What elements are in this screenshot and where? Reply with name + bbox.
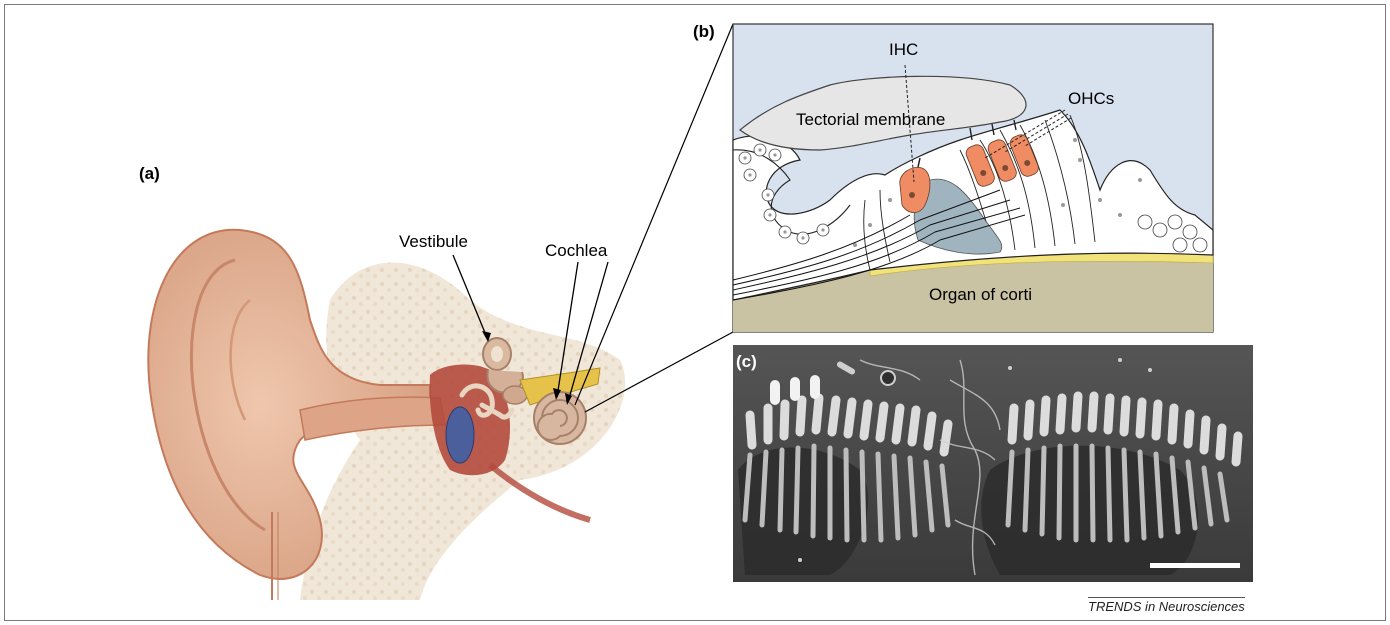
ear-illustration (148, 230, 625, 600)
journal-credit: TRENDS in Neurosciences (1088, 597, 1245, 614)
panel-c-label: (c) (736, 352, 757, 372)
cochlea-label: Cochlea (545, 241, 607, 261)
sem-micrograph (733, 345, 1253, 582)
panel-a-label: (a) (139, 164, 160, 184)
eardrum (446, 407, 474, 463)
scale-bar (1150, 563, 1240, 568)
cochlea-structure (534, 392, 586, 444)
organ-of-corti-label: Organ of corti (929, 285, 1032, 305)
ohcs-label: OHCs (1068, 89, 1114, 109)
ihc-label: IHC (889, 40, 918, 60)
panel-b-label: (b) (693, 22, 715, 42)
vestibule-label: Vestibule (399, 232, 468, 252)
tectorial-membrane-label: Tectorial membrane (796, 110, 945, 130)
